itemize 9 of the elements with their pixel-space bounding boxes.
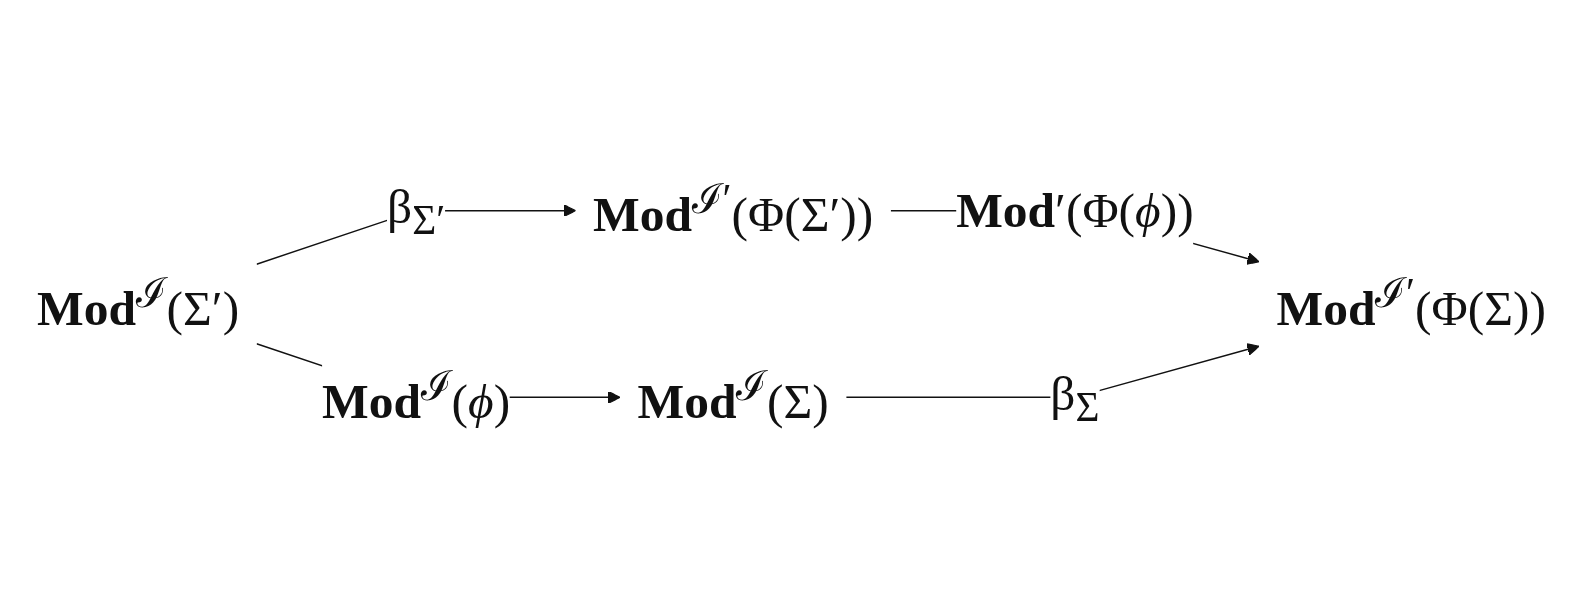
- edge-label: Mod$^{ℐ}$(ϕ): [322, 363, 511, 429]
- node-text: Mod$^{ℐ}$(Σ′): [37, 270, 240, 335]
- node-text: Mod$^{ℐ′}$(Φ(Σ′)): [593, 176, 874, 242]
- edge-label: Mod′(Φ(ϕ)): [956, 183, 1194, 238]
- arrow: [845, 343, 1260, 399]
- edge-label: β$_{Σ′}$: [387, 179, 446, 243]
- node-text: Mod$^{ℐ}$(Σ): [637, 363, 829, 429]
- edge-label: β$_{Σ}$: [1050, 365, 1100, 430]
- node-text: Mod$^{ℐ′}$(Φ(Σ)): [1276, 270, 1546, 335]
